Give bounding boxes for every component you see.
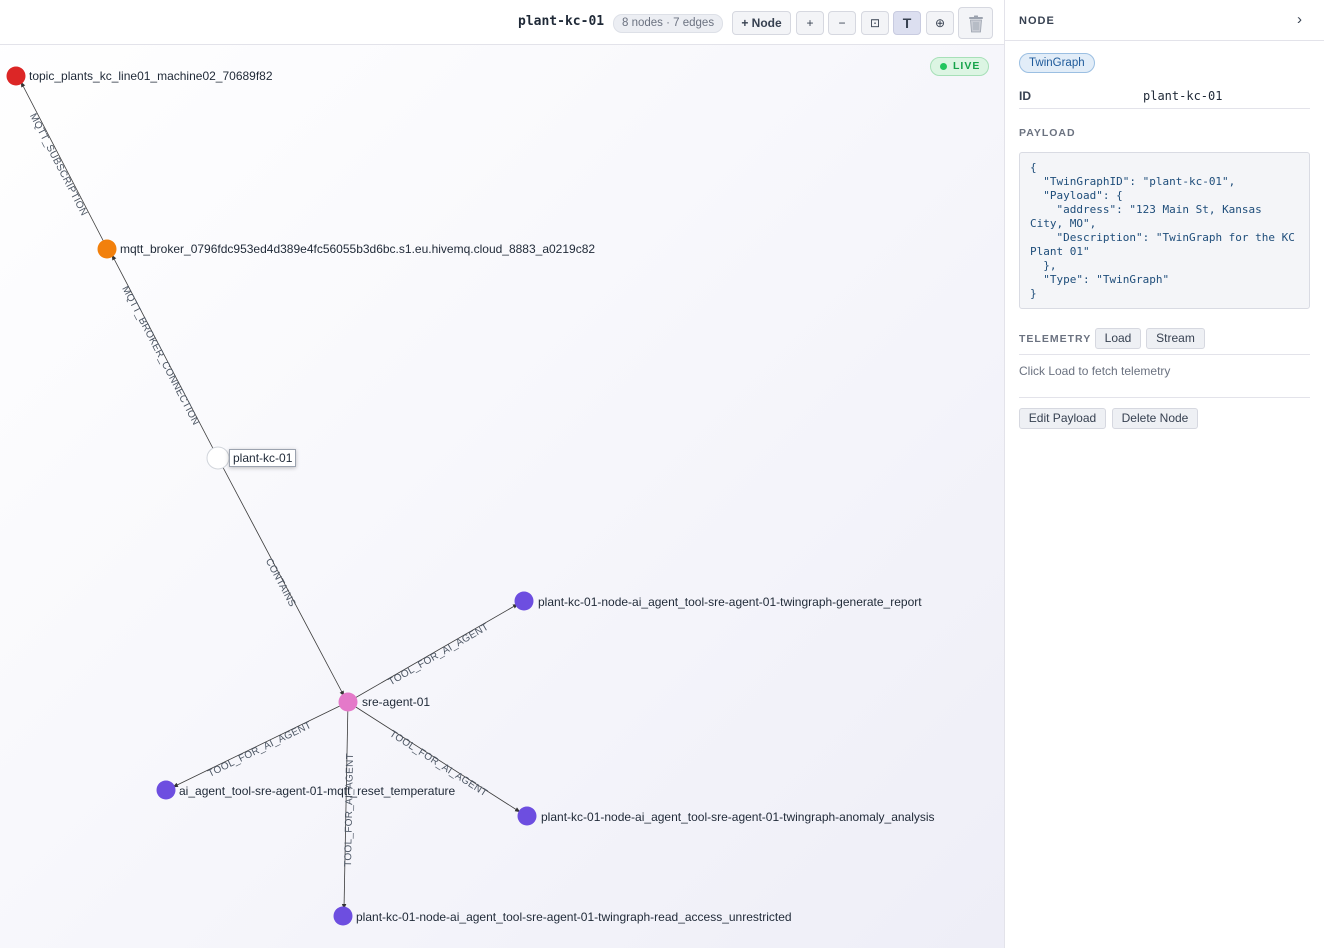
telemetry-stream-button[interactable]: Stream xyxy=(1146,328,1205,349)
telemetry-load-button[interactable]: Load xyxy=(1095,328,1141,349)
add-node-button[interactable]: + Node xyxy=(732,11,791,35)
node-label-reset: ai_agent_tool-sre-agent-01-mqtt_reset_te… xyxy=(179,784,455,798)
zoom-out-button[interactable]: − xyxy=(828,11,856,35)
node-label-read: plant-kc-01-node-ai_agent_tool-sre-agent… xyxy=(356,910,792,924)
node-reset[interactable] xyxy=(156,780,176,800)
node-read[interactable] xyxy=(333,906,353,926)
node-topic[interactable] xyxy=(6,66,26,86)
edge-tool-reset[interactable] xyxy=(172,701,349,788)
node-agent[interactable] xyxy=(338,692,358,712)
telemetry-divider xyxy=(1019,354,1310,355)
delete-node-button[interactable]: Delete Node xyxy=(1112,408,1198,429)
telemetry-title: TELEMETRY xyxy=(1019,333,1092,345)
center-view-button[interactable]: ⊕ xyxy=(926,11,954,35)
node-details-panel: NODE › TwinGraph ID plant-kc-01 PAYLOAD … xyxy=(1005,0,1324,948)
edge-tool-anomaly[interactable] xyxy=(347,701,521,813)
node-label-topic: topic_plants_kc_line01_machine02_70689f8… xyxy=(29,69,273,83)
id-key: ID xyxy=(1019,89,1031,103)
id-divider xyxy=(1019,108,1310,109)
edge-tool-read[interactable] xyxy=(341,701,349,910)
graph-canvas[interactable]: MQTT_SUBSCRIPTION MQTT_BROKER_CONNECTION… xyxy=(0,0,1005,948)
trash-icon xyxy=(968,15,983,33)
telemetry-hint: Click Load to fetch telemetry xyxy=(1019,364,1171,378)
graph-title: plant-kc-01 xyxy=(518,14,605,29)
node-broker[interactable] xyxy=(97,239,117,259)
payload-json: { "TwinGraphID": "plant-kc-01", "Payload… xyxy=(1019,152,1310,309)
toolbar: plant-kc-01 8 nodes · 7 edges + Node + −… xyxy=(0,0,1004,45)
edge-label-subscription: MQTT_SUBSCRIPTION xyxy=(27,112,89,218)
id-value: plant-kc-01 xyxy=(1143,89,1223,103)
node-type-chip: TwinGraph xyxy=(1019,53,1095,73)
toggle-labels-button[interactable]: T xyxy=(893,11,921,35)
trash-button[interactable] xyxy=(958,7,993,39)
graph-svg[interactable]: MQTT_SUBSCRIPTION MQTT_BROKER_CONNECTION… xyxy=(0,0,1004,948)
node-report[interactable] xyxy=(514,591,534,611)
payload-title: PAYLOAD xyxy=(1019,127,1076,139)
live-dot-icon xyxy=(940,63,947,70)
node-label-broker: mqtt_broker_0796fdc953ed4d389e4fc56055b3… xyxy=(120,242,595,256)
node-label-plant-selected[interactable]: plant-kc-01 xyxy=(229,449,296,467)
node-label-anomaly: plant-kc-01-node-ai_agent_tool-sre-agent… xyxy=(541,810,935,824)
edge-tool-report[interactable] xyxy=(347,603,519,703)
edge-label-tool-report: TOOL_FOR_AI_AGENT xyxy=(387,622,491,688)
edge-label-tool-read: TOOL_FOR_AI_AGENT xyxy=(343,753,356,867)
edge-mqtt-broker-connection[interactable] xyxy=(111,254,219,459)
live-text: LIVE xyxy=(953,60,981,72)
edge-label-contains: CONTAINS xyxy=(263,557,298,609)
edge-label-broker-connection: MQTT_BROKER_CONNECTION xyxy=(119,284,201,427)
edge-mqtt-subscription[interactable] xyxy=(20,81,108,249)
chevron-right-icon[interactable]: › xyxy=(1297,11,1302,28)
edit-payload-button[interactable]: Edit Payload xyxy=(1019,408,1106,429)
zoom-in-button[interactable]: + xyxy=(796,11,824,35)
panel-header: NODE xyxy=(1019,15,1055,27)
node-label-report: plant-kc-01-node-ai_agent_tool-sre-agent… xyxy=(538,595,922,609)
graph-count-badge: 8 nodes · 7 edges xyxy=(613,14,724,33)
edge-contains[interactable] xyxy=(217,457,345,697)
panel-divider xyxy=(1005,40,1324,41)
fit-view-button[interactable]: ⊡ xyxy=(861,11,889,35)
node-label-agent: sre-agent-01 xyxy=(362,695,430,709)
node-anomaly[interactable] xyxy=(517,806,537,826)
edge-label-tool-reset: TOOL_FOR_AI_AGENT xyxy=(206,720,313,780)
actions-divider xyxy=(1019,397,1310,398)
node-plant[interactable] xyxy=(206,446,230,470)
live-status-badge: LIVE xyxy=(930,57,989,76)
